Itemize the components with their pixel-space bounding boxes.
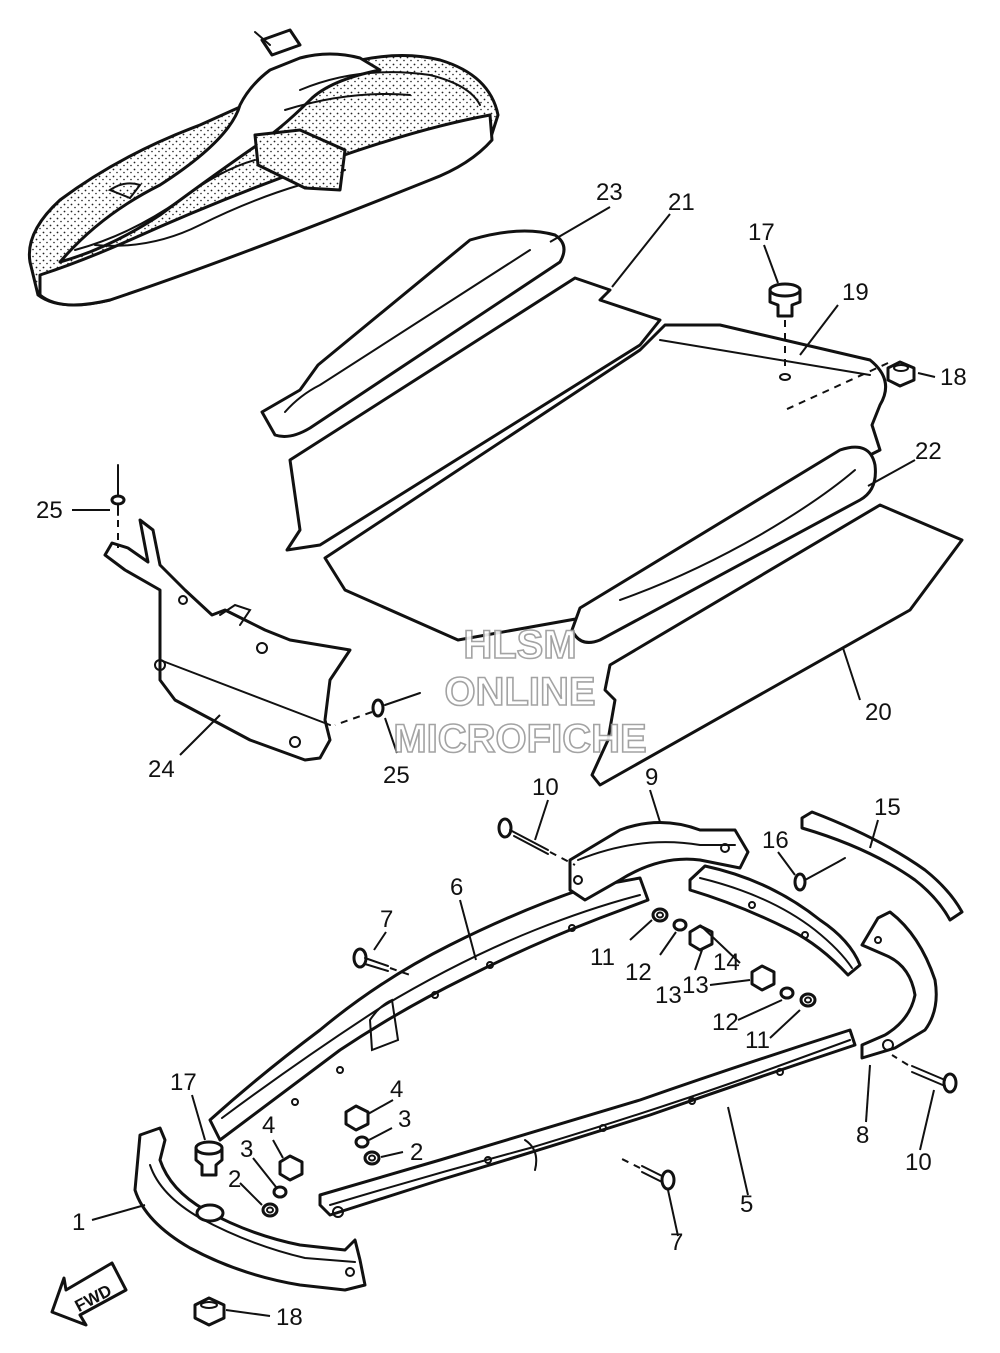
rear-mat-22 — [570, 445, 877, 644]
nut-13-lower — [750, 964, 776, 992]
nut-4-right — [344, 1104, 370, 1132]
bolt-7-upper — [352, 947, 411, 976]
callout-15: 15 — [874, 794, 901, 821]
callout-24: 24 — [148, 756, 175, 783]
callout-7-upper: 7 — [380, 906, 393, 933]
callout-5: 5 — [740, 1191, 753, 1218]
callout-7-lower: 7 — [670, 1229, 683, 1256]
watermark-line-2: ONLINE — [444, 670, 595, 714]
washer-2-right — [363, 1150, 381, 1166]
callout-22: 22 — [915, 438, 942, 465]
watercraft-overview — [27, 28, 500, 307]
callout-4-right: 4 — [390, 1076, 403, 1103]
top-mat-23 — [260, 229, 566, 438]
callout-9: 9 — [645, 764, 658, 791]
callout-11-upper: 11 — [590, 944, 615, 971]
callout-2-left: 2 — [228, 1166, 241, 1193]
callout-11-lower: 11 — [745, 1027, 770, 1054]
callout-18-top: 18 — [940, 364, 967, 391]
lockwasher-12-upper — [672, 918, 688, 932]
callout-16: 16 — [762, 827, 789, 854]
rivet-25-upper — [110, 464, 126, 548]
grommet-17-top — [768, 282, 802, 381]
bracket-14 — [688, 864, 862, 977]
bolt-10-lower — [891, 1054, 958, 1094]
washer-2-left — [261, 1202, 279, 1218]
front-mat-21 — [285, 276, 662, 552]
front-bumper-1 — [133, 1126, 367, 1292]
callout-20: 20 — [865, 699, 892, 726]
callout-13-upper: 13 — [655, 982, 682, 1009]
washer-11-lower — [799, 992, 817, 1008]
callout-19: 19 — [842, 279, 869, 306]
bolt-7-lower — [619, 1157, 676, 1191]
callout-6: 6 — [450, 874, 463, 901]
rail-5 — [318, 1028, 857, 1218]
nut-13-upper — [688, 924, 714, 952]
bracket-9 — [568, 821, 750, 902]
bracket-24 — [103, 518, 352, 762]
rivet-16 — [793, 857, 846, 892]
lockwasher-3-right — [354, 1135, 370, 1149]
callout-labels: 23 21 17 19 18 22 20 25 24 25 10 9 15 16… — [36, 179, 967, 1331]
callout-17-top: 17 — [748, 219, 775, 246]
callout-25-lower: 25 — [383, 762, 410, 789]
callout-3-right: 3 — [398, 1106, 411, 1133]
callout-10-lower: 10 — [905, 1149, 932, 1176]
washer-11-upper — [651, 907, 669, 923]
callout-12-lower: 12 — [712, 1009, 739, 1036]
grommet-17-bottom — [194, 1140, 224, 1177]
callout-8: 8 — [856, 1122, 869, 1149]
nut-18-bottom — [193, 1296, 226, 1327]
callout-25-upper: 25 — [36, 497, 63, 524]
rail-6 — [208, 876, 650, 1142]
callout-14: 14 — [713, 949, 740, 976]
forward-direction-arrow: FWD — [50, 1261, 128, 1327]
bolt-10-upper — [497, 817, 576, 866]
nut-18-top — [784, 360, 916, 411]
callout-12-upper: 12 — [625, 959, 652, 986]
callout-1: 1 — [72, 1209, 85, 1236]
watermark-line-3: MICROFICHE — [393, 717, 646, 761]
watermark: HLSM ONLINE MICROFICHE — [393, 622, 648, 762]
callout-13-lower: 13 — [682, 972, 709, 999]
strip-15 — [800, 810, 964, 922]
callout-18-bottom: 18 — [276, 1304, 303, 1331]
watermark-line-1: HLSM — [463, 623, 576, 667]
callout-4-left: 4 — [262, 1112, 275, 1139]
callout-21: 21 — [668, 189, 695, 216]
callout-10-upper: 10 — [532, 774, 559, 801]
rivet-25-lower — [334, 692, 421, 726]
callout-17-bottom: 17 — [170, 1069, 197, 1096]
bracket-8 — [860, 910, 938, 1060]
callout-23: 23 — [596, 179, 623, 206]
rear-mat-20 — [590, 503, 964, 787]
callout-2-right: 2 — [410, 1139, 423, 1166]
leader-lines — [72, 206, 936, 1317]
nut-4-left — [278, 1154, 304, 1182]
lockwasher-12-lower — [779, 986, 795, 1000]
lockwasher-3-left — [272, 1185, 288, 1199]
callout-3-left: 3 — [240, 1136, 253, 1163]
